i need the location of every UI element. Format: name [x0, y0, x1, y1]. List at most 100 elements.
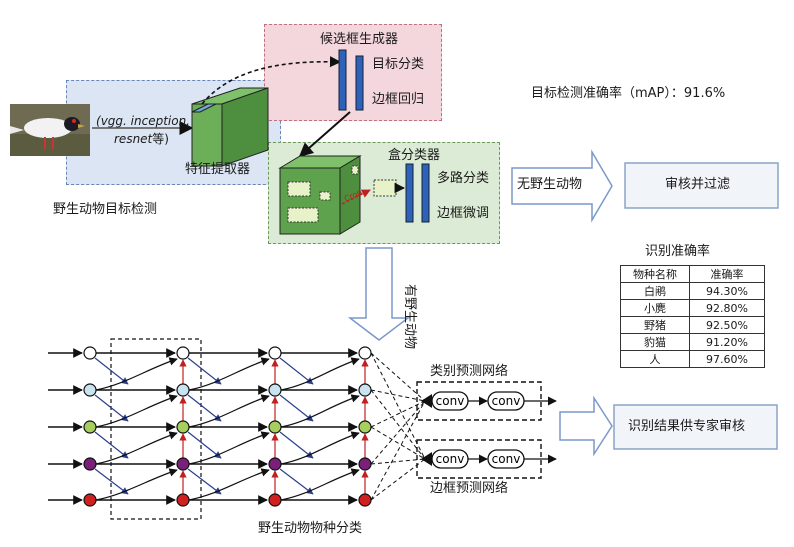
- bottomup-link: [188, 468, 270, 501]
- box-reg-label: 边框微调: [437, 206, 490, 221]
- bottomup-link: [188, 357, 270, 391]
- topdown-link: [94, 394, 129, 422]
- cls-net-box: [416, 381, 542, 421]
- header-species: 物种名称: [620, 265, 690, 283]
- species-accuracy: 92.80%: [689, 299, 765, 317]
- no-animal-label: 无野生动物: [517, 177, 583, 192]
- bottomup-link: [188, 431, 270, 465]
- topdown-link: [187, 357, 222, 385]
- conv-label: conv: [436, 394, 465, 408]
- output-link: [370, 352, 426, 402]
- species-name: 豹猫: [620, 333, 690, 351]
- species-accuracy: 97.60%: [689, 350, 765, 368]
- merge-wedge: [421, 452, 432, 466]
- topdown-link: [94, 431, 129, 459]
- topdown-link: [279, 468, 314, 495]
- review-label: 审核并过滤: [665, 177, 731, 192]
- fpn-highlight: [110, 338, 202, 520]
- crop-arrow: [341, 189, 371, 205]
- accuracy-title: 识别准确率: [645, 244, 711, 259]
- topdown-link: [279, 357, 314, 385]
- species-name: 野猪: [620, 316, 690, 334]
- fpn-node: [176, 493, 190, 507]
- topdown-link: [187, 394, 222, 422]
- fpn-node: [176, 420, 190, 434]
- rpn-to-box-arrow: [298, 111, 351, 157]
- header-accuracy: 准确率: [689, 265, 765, 283]
- bottomup-link: [280, 394, 360, 428]
- bottomup-link: [188, 394, 270, 428]
- fpn-node: [268, 457, 282, 471]
- output-link: [370, 458, 426, 501]
- topdown-link: [279, 431, 314, 459]
- output-link: [370, 389, 426, 402]
- table-header-row: 物种名称 准确率: [620, 265, 765, 283]
- topdown-link: [94, 468, 129, 495]
- bottomup-link: [95, 431, 178, 465]
- topdown-link: [187, 468, 222, 495]
- rpn-link: [201, 56, 342, 105]
- species-name: 人: [620, 350, 690, 368]
- fpn-node: [83, 457, 97, 471]
- output-link: [370, 426, 426, 460]
- expert-box: [613, 404, 778, 450]
- feature-cube: [191, 87, 269, 167]
- merge-wedge: [421, 394, 432, 408]
- output-link: [370, 389, 426, 460]
- review-box: [624, 162, 779, 209]
- bottomup-link: [95, 357, 178, 391]
- rpn-title: 候选框生成器: [320, 32, 399, 47]
- fpn-node: [358, 493, 372, 507]
- backbone-note-2: resnet等): [114, 132, 169, 146]
- bottomup-link: [95, 468, 178, 501]
- rpn-reg-label: 边框回归: [372, 92, 425, 107]
- expert-arrow: [559, 395, 613, 457]
- detection-section-label: 野生动物目标检测: [53, 202, 158, 217]
- output-link: [370, 400, 426, 465]
- bottomup-link: [280, 468, 360, 501]
- box-bar-2: [421, 163, 430, 223]
- species-name: 白鹇: [620, 282, 690, 300]
- bird-photo: [10, 104, 90, 156]
- classification-section-label: 野生动物物种分类: [258, 521, 363, 536]
- topdown-link: [94, 357, 129, 385]
- fpn-node: [268, 420, 282, 434]
- has-animal-label: 有野生动物: [402, 284, 417, 350]
- bottomup-link: [280, 431, 360, 465]
- feature-extractor-label: 特征提取器: [185, 162, 251, 177]
- fpn-node: [83, 493, 97, 507]
- conv-label: conv: [492, 394, 521, 408]
- output-link: [370, 400, 426, 501]
- bottomup-link: [280, 357, 360, 391]
- species-accuracy: 91.20%: [689, 333, 765, 351]
- output-link: [370, 400, 426, 428]
- fpn-node: [358, 383, 372, 397]
- fpn-node: [358, 346, 372, 360]
- fpn-node: [83, 346, 97, 360]
- output-link: [370, 352, 426, 460]
- fpn-node: [358, 420, 372, 434]
- fpn-node: [358, 457, 372, 471]
- fpn-node: [176, 346, 190, 360]
- no-animal-arrow: [511, 149, 613, 223]
- crop-box: [373, 179, 397, 197]
- backbone-note-1: (vgg. inception,: [96, 114, 190, 128]
- box-classifier-title: 盒分类器: [388, 148, 441, 163]
- rpn-region: [264, 24, 442, 121]
- fpn-node: [268, 383, 282, 397]
- has-animal-arrow: [347, 247, 411, 341]
- box-bar-1: [405, 163, 414, 223]
- fpn-node: [268, 346, 282, 360]
- box-net-label: 边框预测网络: [430, 481, 509, 496]
- conv-label: conv: [492, 452, 521, 466]
- map-text: 目标检测准确率（mAP）：91.6%: [531, 86, 726, 101]
- species-name: 小麂: [620, 299, 690, 317]
- expert-label: 识别结果供专家审核: [628, 419, 746, 434]
- cls-net-label: 类别预测网络: [430, 364, 509, 379]
